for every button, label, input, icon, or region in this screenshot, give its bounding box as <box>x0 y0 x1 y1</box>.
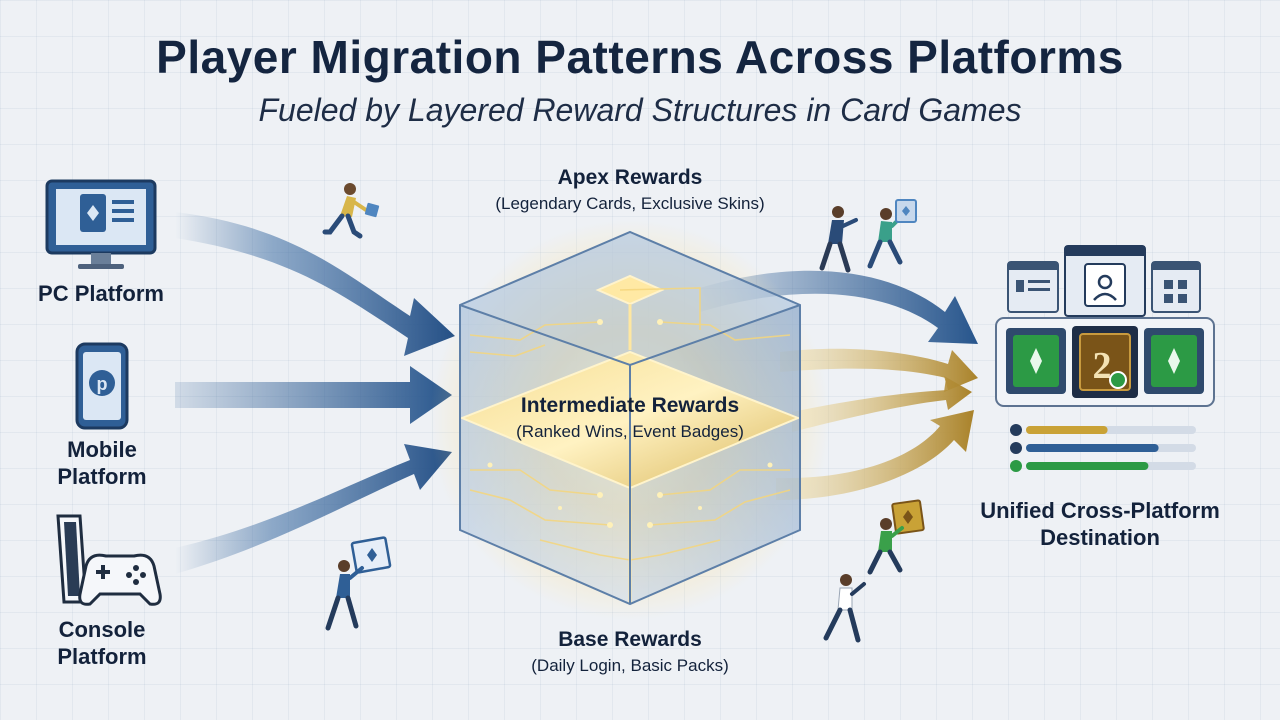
console-platform-line2: Platform <box>57 644 147 669</box>
arrow-mobile <box>175 366 452 424</box>
reward-cube <box>430 220 830 620</box>
running-player-figure-1 <box>322 183 380 239</box>
smartphone-icon: p <box>75 342 129 430</box>
progress-bars <box>1010 424 1196 472</box>
mobile-platform-label: Mobile Platform <box>2 436 202 490</box>
running-player-figure-2 <box>819 206 858 273</box>
running-player-figure-4 <box>823 574 866 643</box>
intermediate-rewards-desc: (Ranked Wins, Event Badges) <box>516 422 744 441</box>
console-icon <box>56 514 88 604</box>
arrow-apex-out-2 <box>780 348 978 392</box>
destination-device: 2 <box>995 245 1215 472</box>
svg-text:p: p <box>97 374 108 394</box>
gamepad-icon <box>78 553 162 606</box>
base-rewards-label: Base Rewards (Daily Login, Basic Packs) <box>420 628 840 676</box>
arrow-pc <box>175 212 455 356</box>
inbound-arrows <box>175 212 455 574</box>
card-icon-gold-center: 2 <box>1072 326 1138 398</box>
card-icon-green-right <box>1144 328 1204 394</box>
intermediate-rewards-title: Intermediate Rewards <box>520 394 740 417</box>
page-title: Player Migration Patterns Across Platfor… <box>156 31 1124 83</box>
page-subtitle: Fueled by Layered Reward Structures in C… <box>258 92 1022 128</box>
mobile-platform-line1: Mobile <box>67 437 137 462</box>
pc-platform-text: PC Platform <box>38 281 164 306</box>
pc-monitor-icon <box>45 179 157 269</box>
arrow-console <box>175 444 452 574</box>
destination-line2: Destination <box>1040 525 1160 550</box>
destination-line1: Unified Cross-Platform <box>980 498 1220 523</box>
intermediate-rewards-label: Intermediate Rewards (Ranked Wins, Event… <box>420 394 840 442</box>
grid-icon <box>1164 280 1187 303</box>
card-carrier-figure-2 <box>867 499 925 575</box>
apex-rewards-desc: (Legendary Cards, Exclusive Skins) <box>495 194 765 213</box>
card-icon-green-left <box>1006 328 1066 394</box>
base-rewards-title: Base Rewards <box>558 628 702 651</box>
arrow-base-out <box>776 410 974 500</box>
card-carrier-figure-1 <box>325 536 392 631</box>
pc-platform-label: PC Platform <box>1 280 201 307</box>
console-platform-line1: Console <box>58 617 146 642</box>
running-player-figure-3 <box>867 199 917 269</box>
arrow-intermediate-out <box>792 376 972 432</box>
apex-rewards-label: Apex Rewards (Legendary Cards, Exclusive… <box>420 166 840 214</box>
destination-label: Unified Cross-Platform Destination <box>950 497 1250 551</box>
apex-rewards-title: Apex Rewards <box>557 166 703 189</box>
avatar-icon <box>1093 274 1117 301</box>
base-rewards-desc: (Daily Login, Basic Packs) <box>531 656 729 675</box>
svg-text:2: 2 <box>1093 345 1112 387</box>
console-platform-label: Console Platform <box>2 616 202 670</box>
mobile-platform-line2: Platform <box>57 464 147 489</box>
